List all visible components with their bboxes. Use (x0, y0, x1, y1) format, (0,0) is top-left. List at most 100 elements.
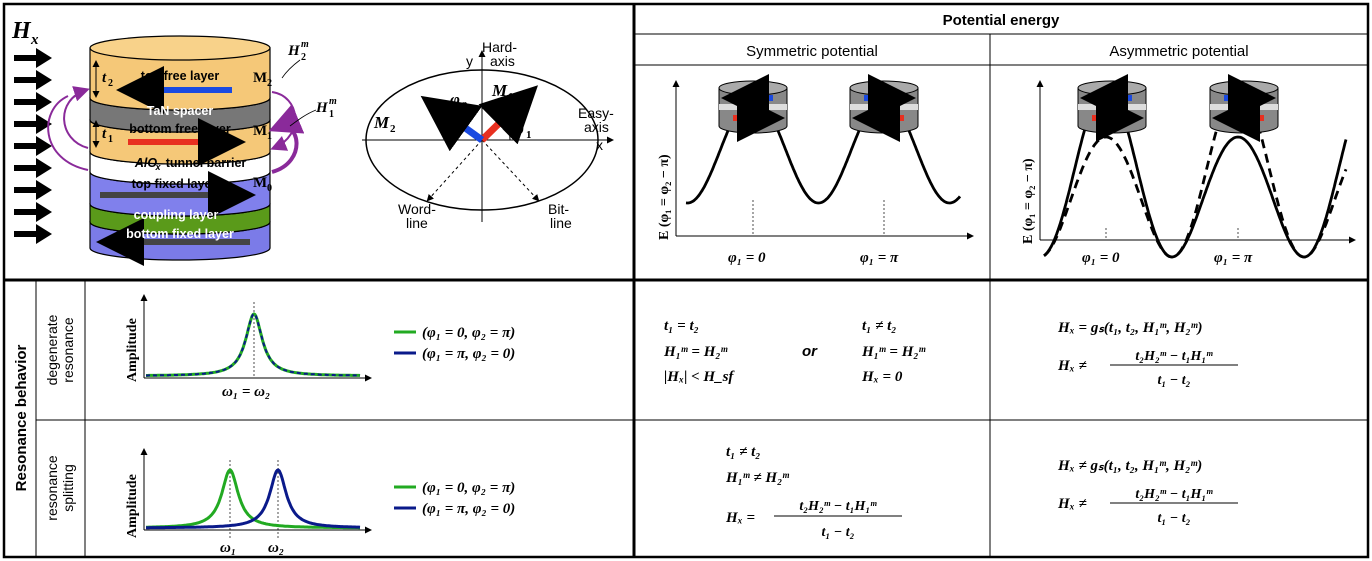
svg-text:m: m (301, 39, 309, 50)
svg-text:M: M (491, 81, 508, 100)
svg-text:tunnel barrier: tunnel barrier (166, 156, 247, 170)
svg-text:Amplitude: Amplitude (125, 474, 140, 538)
svg-text:line: line (550, 215, 572, 231)
svg-text:Hard-: Hard- (482, 39, 517, 55)
svg-text:1: 1 (329, 109, 334, 120)
svg-text:ω₂: ω₂ (268, 540, 284, 556)
svg-text:H: H (315, 100, 329, 116)
svg-text:(φ₁ = π, φ₂ = 0): (φ₁ = π, φ₂ = 0) (422, 501, 515, 517)
svg-text:M: M (253, 175, 267, 191)
svg-text:x: x (154, 162, 161, 172)
field-arrow (14, 158, 52, 178)
svg-text:1: 1 (108, 134, 113, 145)
svg-text:H: H (287, 43, 301, 59)
svg-text:y: y (466, 53, 473, 69)
svg-text:TaN spacer: TaN spacer (147, 104, 214, 118)
svg-text:splitting: splitting (60, 464, 76, 511)
svg-text:φ₁ = 0: φ₁ = 0 (728, 250, 766, 266)
conditions-degenerate-asymmetric: Hₓ = gₛ(t₁, t₂, H₁ᵐ, H₂ᵐ) Hₓ ≠ t₂H₂ᵐ − t… (1057, 320, 1238, 388)
svg-text:Hₓ ≠: Hₓ ≠ (1057, 358, 1087, 374)
svg-text:degenerate: degenerate (44, 314, 60, 385)
svg-text:1: 1 (526, 129, 532, 141)
svg-text:1: 1 (267, 131, 272, 142)
conditions-degenerate-symmetric: t₁ = t₂ H₁ᵐ = H₂ᵐ |Hₓ| < H_sf or t₁ ≠ t₂… (663, 318, 926, 385)
svg-text:E (φ₁ = φ₂ − π): E (φ₁ = φ₂ − π) (1021, 158, 1036, 244)
svg-text:ω₁ = ω₂: ω₁ = ω₂ (222, 384, 270, 400)
stray-field-labels: H m 2 H m 1 (287, 39, 337, 120)
svg-text:Easy-: Easy- (578, 105, 614, 121)
svg-text:x: x (596, 137, 603, 153)
splitting-plot (140, 448, 372, 540)
svg-text:φ₁ = 0: φ₁ = 0 (1082, 250, 1120, 266)
svg-text:t₂H₂ᵐ − t₁H₁ᵐ: t₂H₂ᵐ − t₁H₁ᵐ (1135, 487, 1213, 502)
svg-text:resonance: resonance (60, 317, 76, 383)
svg-text:2: 2 (301, 52, 306, 63)
conditions-splitting-asymmetric: Hₓ ≠ gₛ(t₁, t₂, H₁ᵐ, H₂ᵐ) Hₓ ≠ t₂H₂ᵐ − t… (1057, 458, 1238, 526)
disk-icon (718, 74, 788, 142)
asymmetric-plot-labels: E (φ₁ = φ₂ − π) φ₁ = 0 φ₁ = π (1021, 158, 1253, 266)
field-arrow (14, 224, 52, 244)
legend-splitting: (φ₁ = 0, φ₂ = π) (φ₁ = π, φ₂ = 0) (394, 480, 515, 517)
svg-text:t₂H₂ᵐ − t₁H₁ᵐ: t₂H₂ᵐ − t₁H₁ᵐ (799, 499, 877, 514)
field-arrow (14, 92, 52, 112)
svg-text:t₁ − t₂: t₁ − t₂ (821, 525, 854, 540)
svg-text:Hₓ = 0: Hₓ = 0 (861, 369, 903, 385)
field-arrow (14, 202, 52, 222)
disk-icon (849, 74, 919, 142)
layer-stack (89, 35, 271, 266)
svg-text:H₁ᵐ ≠ H₂ᵐ: H₁ᵐ ≠ H₂ᵐ (725, 470, 789, 486)
svg-text:Bit-: Bit- (548, 201, 569, 217)
svg-text:line: line (406, 215, 428, 231)
svg-text:Potential energy: Potential energy (943, 12, 1060, 29)
svg-text:H: H (11, 18, 32, 44)
svg-text:axis: axis (490, 53, 515, 69)
svg-text:(φ₁ = 0, φ₂ = π): (φ₁ = 0, φ₂ = π) (422, 480, 515, 496)
disk-icons (718, 74, 1279, 142)
splitting-plot-labels: Amplitude ω₁ ω₂ (125, 474, 284, 556)
svg-text:Hₓ = gₛ(t₁, t₂, H₁ᵐ, H₂ᵐ): Hₓ = gₛ(t₁, t₂, H₁ᵐ, H₂ᵐ) (1057, 320, 1203, 336)
field-arrow (14, 180, 52, 200)
svg-text:(φ₁ = π, φ₂ = 0): (φ₁ = π, φ₂ = 0) (422, 346, 515, 362)
svg-text:1: 1 (508, 91, 514, 103)
svg-text:Amplitude: Amplitude (125, 318, 140, 382)
astroid-labels: y Hard- axis Easy- axis x Word- line Bit… (373, 39, 614, 231)
svg-text:(φ₁ = 0, φ₂ = π): (φ₁ = 0, φ₂ = π) (422, 325, 515, 341)
svg-text:H₁ᵐ = H₂ᵐ: H₁ᵐ = H₂ᵐ (663, 344, 728, 360)
legend-degenerate: (φ₁ = 0, φ₂ = π) (φ₁ = π, φ₂ = 0) (394, 325, 515, 362)
svg-text:E (φ₁ = φ₂ − π): E (φ₁ = φ₂ − π) (657, 154, 672, 240)
svg-text:Resonance behavior: Resonance behavior (13, 344, 30, 491)
svg-text:Hₓ ≠ gₛ(t₁, t₂, H₁ᵐ, H₂ᵐ): Hₓ ≠ gₛ(t₁, t₂, H₁ᵐ, H₂ᵐ) (1057, 458, 1202, 474)
svg-text:Hₓ ≠: Hₓ ≠ (1057, 496, 1087, 512)
svg-text:bottom free layer: bottom free layer (129, 122, 231, 136)
svg-text:x: x (30, 32, 39, 48)
svg-text:φ₁ = π: φ₁ = π (1214, 250, 1253, 266)
svg-text:φ: φ (514, 119, 524, 138)
symmetric-plot-labels: E (φ₁ = φ₂ − π) φ₁ = 0 φ₁ = π (657, 154, 899, 266)
svg-text:t₁ ≠ t₂: t₁ ≠ t₂ (862, 318, 897, 334)
svg-text:|Hₓ| < H_sf: |Hₓ| < H_sf (664, 369, 735, 385)
svg-text:Asymmetric potential: Asymmetric potential (1109, 43, 1248, 60)
degenerate-plot-labels: Amplitude ω₁ = ω₂ (125, 318, 270, 400)
svg-text:φ: φ (450, 90, 460, 109)
svg-text:Word-: Word- (398, 201, 436, 217)
svg-text:ω₁: ω₁ (220, 540, 236, 556)
svg-text:AlO: AlO (134, 156, 158, 170)
svg-text:H₁ᵐ = H₂ᵐ: H₁ᵐ = H₂ᵐ (861, 344, 926, 360)
svg-text:or: or (802, 343, 818, 360)
svg-text:resonance: resonance (44, 455, 60, 521)
svg-text:M: M (373, 113, 390, 132)
field-arrow (14, 48, 52, 68)
svg-text:0: 0 (267, 183, 272, 194)
svg-text:t: t (102, 126, 107, 142)
svg-text:axis: axis (584, 119, 609, 135)
disk-icon (1077, 74, 1147, 142)
layer-labels: top free layer TaN spacer bottom free la… (126, 69, 246, 241)
svg-text:2: 2 (267, 78, 272, 89)
svg-text:top fixed layer: top fixed layer (132, 177, 217, 191)
svg-text:t₁ − t₂: t₁ − t₂ (1157, 511, 1190, 526)
astroid-diagram (362, 50, 614, 222)
svg-text:coupling layer: coupling layer (134, 208, 219, 222)
stray-field-arrows (47, 59, 317, 174)
